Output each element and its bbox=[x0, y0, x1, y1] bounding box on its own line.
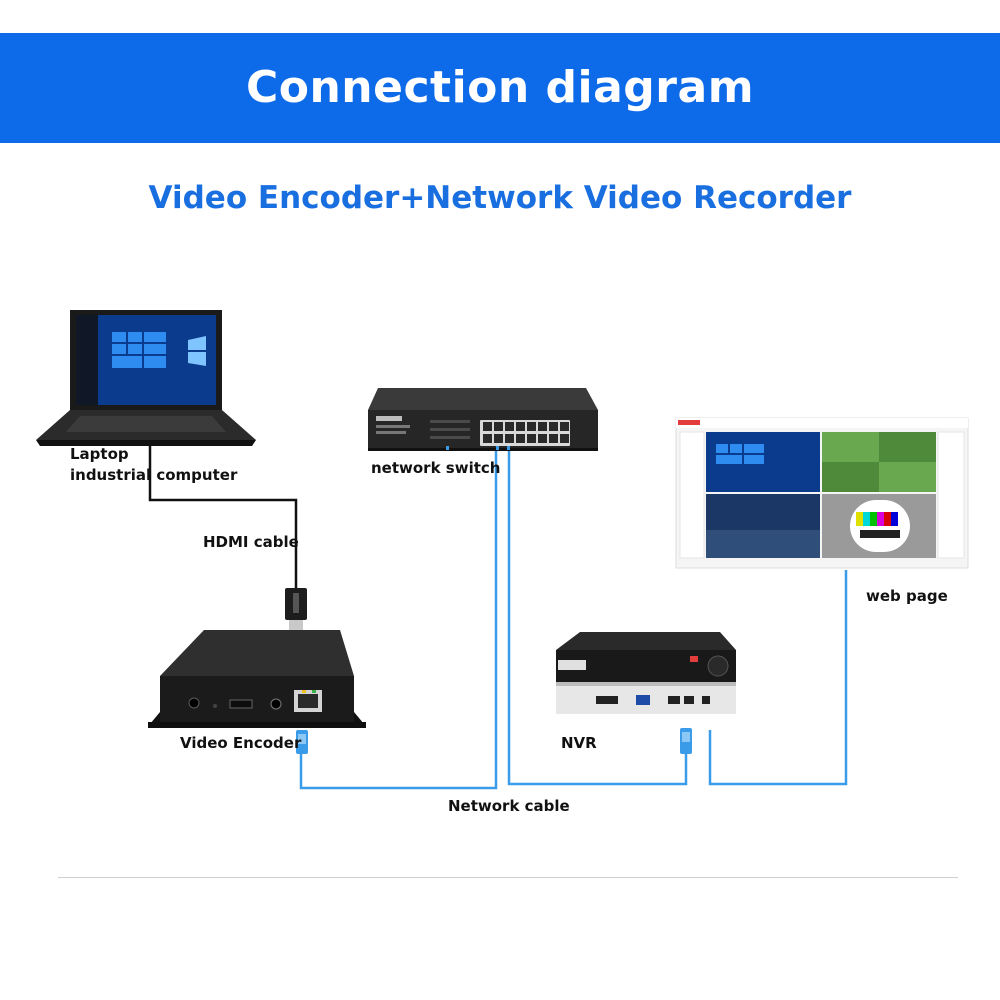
hdmi-cable bbox=[148, 438, 298, 590]
nvr-label: NVR bbox=[561, 734, 597, 752]
page-title: Connection diagram bbox=[245, 62, 755, 113]
web-page-label: web page bbox=[866, 587, 948, 605]
video-encoder-label: Video Encoder bbox=[180, 734, 302, 752]
footer-divider bbox=[58, 877, 958, 878]
laptop-label: Laptop industrial computer bbox=[70, 444, 237, 486]
video-encoder-icon bbox=[148, 630, 366, 728]
laptop-icon bbox=[36, 310, 256, 446]
laptop-label-line1: Laptop bbox=[70, 445, 129, 463]
header-banner: Connection diagram bbox=[0, 33, 1000, 143]
encoder-rj45-plug-icon bbox=[296, 730, 308, 754]
hdmi-cable-label: HDMI cable bbox=[203, 533, 299, 551]
web-page-screenshot-icon bbox=[675, 417, 969, 569]
nvr-rj45-plug-icon bbox=[680, 728, 692, 754]
hdmi-plug-icon bbox=[285, 588, 307, 630]
nvr-icon bbox=[556, 632, 736, 714]
network-cable-label: Network cable bbox=[448, 797, 570, 815]
network-switch-label: network switch bbox=[371, 459, 501, 477]
laptop-label-line2: industrial computer bbox=[70, 466, 238, 484]
diagram-subtitle: Video Encoder+Network Video Recorder bbox=[148, 180, 852, 216]
network-switch-icon bbox=[368, 388, 598, 451]
network-cables bbox=[299, 450, 848, 790]
